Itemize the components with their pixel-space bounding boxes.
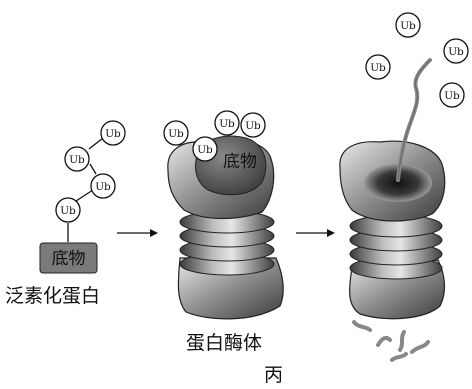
svg-text:Ub: Ub bbox=[95, 181, 111, 193]
svg-text:底物: 底物 bbox=[223, 152, 257, 172]
proteasome-label: 蛋白酶体 bbox=[186, 332, 262, 354]
arrow-right-icon bbox=[117, 229, 158, 237]
ubiquitin-circle: Ub bbox=[164, 121, 188, 145]
ubiquitin-circle: Ub bbox=[366, 55, 390, 79]
ubiquitinated-protein-label: 泛素化蛋白 bbox=[5, 285, 100, 307]
substrate-box: 底物 bbox=[40, 243, 97, 273]
svg-text:Ub: Ub bbox=[400, 20, 416, 32]
arrow-right-icon bbox=[296, 229, 335, 237]
svg-text:Ub: Ub bbox=[197, 144, 213, 156]
panel-label: 丙 bbox=[264, 364, 283, 386]
ubiquitin-circle: Ub bbox=[444, 39, 468, 63]
ubiquitin-circle: Ub bbox=[65, 147, 89, 171]
svg-text:Ub: Ub bbox=[444, 90, 460, 102]
ubiquitin-circle: Ub bbox=[56, 198, 80, 222]
ubiquitin-circle: Ub bbox=[215, 111, 239, 135]
proteasome-rings bbox=[350, 215, 442, 279]
svg-text:Ub: Ub bbox=[168, 128, 184, 140]
ubiquitin-circle: Ub bbox=[101, 121, 125, 145]
svg-text:Ub: Ub bbox=[370, 62, 386, 74]
svg-text:Ub: Ub bbox=[105, 128, 121, 140]
proteasome-binding: 底物 Ub Ub Ub Ub 蛋白酶体 bbox=[164, 111, 283, 354]
svg-text:Ub: Ub bbox=[448, 46, 464, 58]
svg-text:底物: 底物 bbox=[52, 249, 86, 269]
svg-text:Ub: Ub bbox=[245, 120, 261, 132]
ubiquitin-circle: Ub bbox=[396, 13, 420, 37]
ubiquitin-circle: Ub bbox=[91, 174, 115, 198]
ubiquitin-circle: Ub bbox=[440, 83, 464, 107]
proteasome-degrading: Ub Ub Ub Ub bbox=[340, 13, 468, 360]
peptide-fragments bbox=[354, 322, 428, 360]
proteasome-rings bbox=[180, 211, 274, 275]
ubiquitin-circle: Ub bbox=[193, 137, 217, 161]
svg-text:Ub: Ub bbox=[60, 205, 76, 217]
ubiquitin-circle: Ub bbox=[241, 113, 265, 137]
svg-text:Ub: Ub bbox=[219, 118, 235, 130]
svg-text:Ub: Ub bbox=[69, 154, 85, 166]
ubiquitinated-protein: Ub Ub Ub Ub 底物 泛素化蛋白 bbox=[5, 121, 125, 307]
